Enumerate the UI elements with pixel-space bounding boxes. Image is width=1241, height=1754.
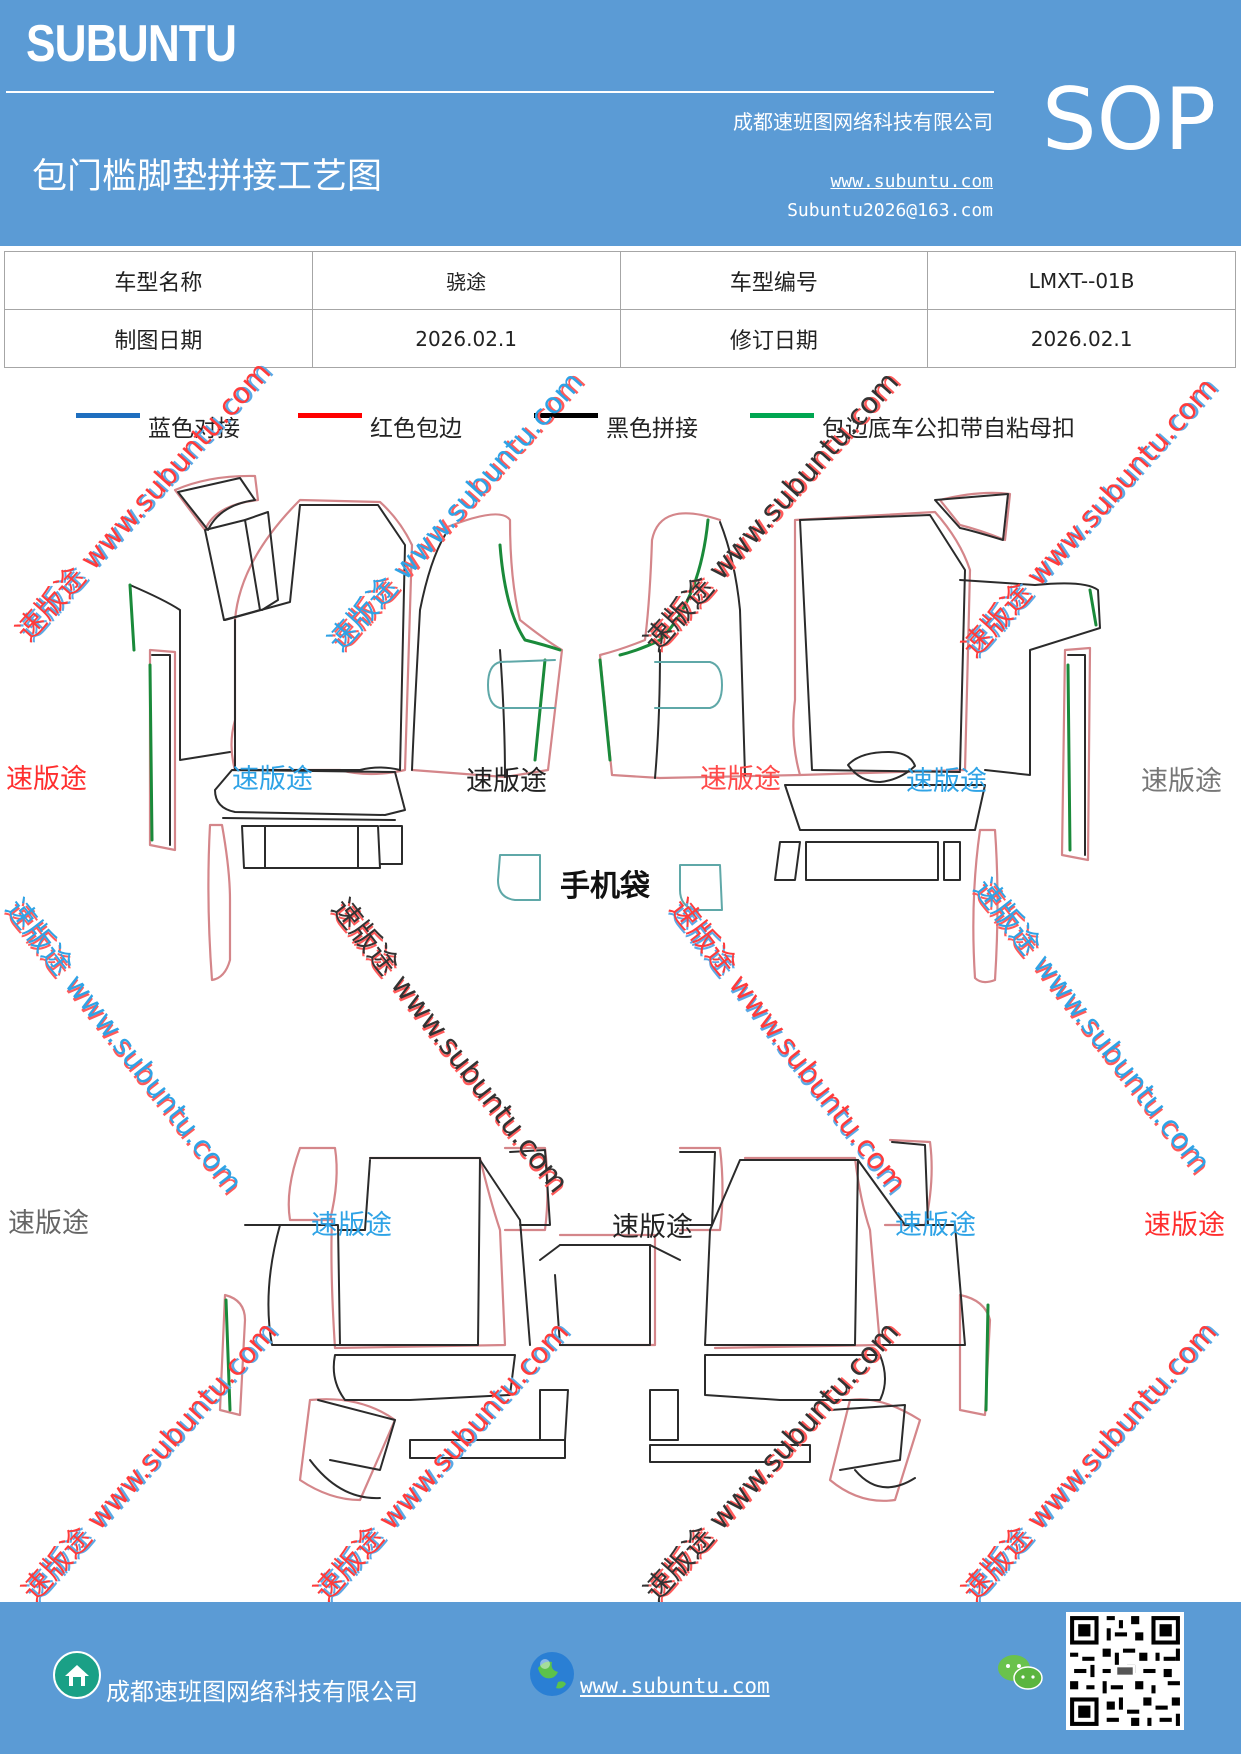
legend-swatch — [298, 412, 362, 418]
vehicle-info-table: 车型名称 骁途 车型编号 LMXT--01B 制图日期 2026.02.1 修订… — [4, 251, 1236, 368]
email-address: Subuntu2026@163.com — [787, 200, 993, 221]
globe-icon — [530, 1652, 574, 1696]
website-link[interactable]: www.subuntu.com — [830, 171, 993, 192]
wechat-icon — [998, 1655, 1043, 1690]
phone-bag-label: 手机袋 — [560, 869, 650, 904]
watermark-text: 速版途 — [906, 766, 987, 797]
footer-website-link[interactable]: www.subuntu.com — [580, 1674, 770, 1698]
drawing-date-value: 2026.02.1 — [311, 309, 621, 368]
pattern-set-bottom — [218, 1138, 992, 1502]
watermark-text: 速版途 — [700, 764, 781, 795]
legend-label: 蓝色对接 — [148, 416, 240, 442]
table-row: 车型名称 骁途 车型编号 LMXT--01B — [4, 251, 1236, 310]
revision-date-label: 修订日期 — [619, 309, 929, 368]
page-title: 包门槛脚垫拼接工艺图 — [32, 157, 383, 197]
legend-label: 包边底车公扣带自粘母扣 — [822, 416, 1075, 442]
watermark-text: 速版途 — [612, 1212, 693, 1243]
company-name: 成都速班图网络科技有限公司 — [733, 110, 993, 134]
legend-item-blue: 蓝色对接 — [76, 406, 240, 442]
legend-swatch — [76, 412, 140, 418]
model-name-value: 骁途 — [311, 251, 621, 310]
watermark-text: 速版途 — [1144, 1210, 1225, 1241]
brand-logo: SUBUNTU — [26, 15, 237, 73]
model-code-label: 车型编号 — [619, 251, 929, 310]
legend-item-green: 包边底车公扣带自粘母扣 — [750, 406, 1075, 442]
legend-label: 红色包边 — [370, 416, 462, 442]
phone-bag-pieces — [497, 854, 723, 911]
qr-code-icon — [1066, 1612, 1184, 1730]
watermark-text: 速版途 — [311, 1210, 392, 1241]
revision-date-value: 2026.02.1 — [927, 309, 1236, 368]
drawing-date-label: 制图日期 — [4, 309, 313, 368]
pattern-set-top-right — [598, 491, 1101, 984]
watermark-text: 速版途 — [232, 764, 313, 795]
qr-code — [1066, 1612, 1184, 1730]
watermark-text: 速版途 — [8, 1208, 89, 1239]
sop-badge: SOP — [1042, 70, 1217, 170]
legend-label: 黑色拼接 — [606, 416, 698, 442]
header-divider — [6, 91, 994, 93]
pattern-set-top-left — [128, 474, 564, 982]
legend-swatch — [534, 412, 598, 418]
model-name-label: 车型名称 — [4, 251, 313, 310]
model-code-value: LMXT--01B — [927, 251, 1236, 310]
watermark-text: 速版途 — [466, 766, 547, 797]
legend-item-black: 黑色拼接 — [534, 406, 698, 442]
header-banner — [0, 0, 1241, 246]
legend-item-red: 红色包边 — [298, 406, 462, 442]
watermark-text: 速版途 — [895, 1210, 976, 1241]
legend-swatch — [750, 412, 814, 418]
footer-company-name: 成都速班图网络科技有限公司 — [106, 1678, 418, 1706]
watermark-text: 速版途 — [6, 764, 87, 795]
company-house-icon — [53, 1651, 101, 1699]
watermark-text: 速版途 — [1141, 766, 1222, 797]
table-row: 制图日期 2026.02.1 修订日期 2026.02.1 — [4, 309, 1236, 368]
